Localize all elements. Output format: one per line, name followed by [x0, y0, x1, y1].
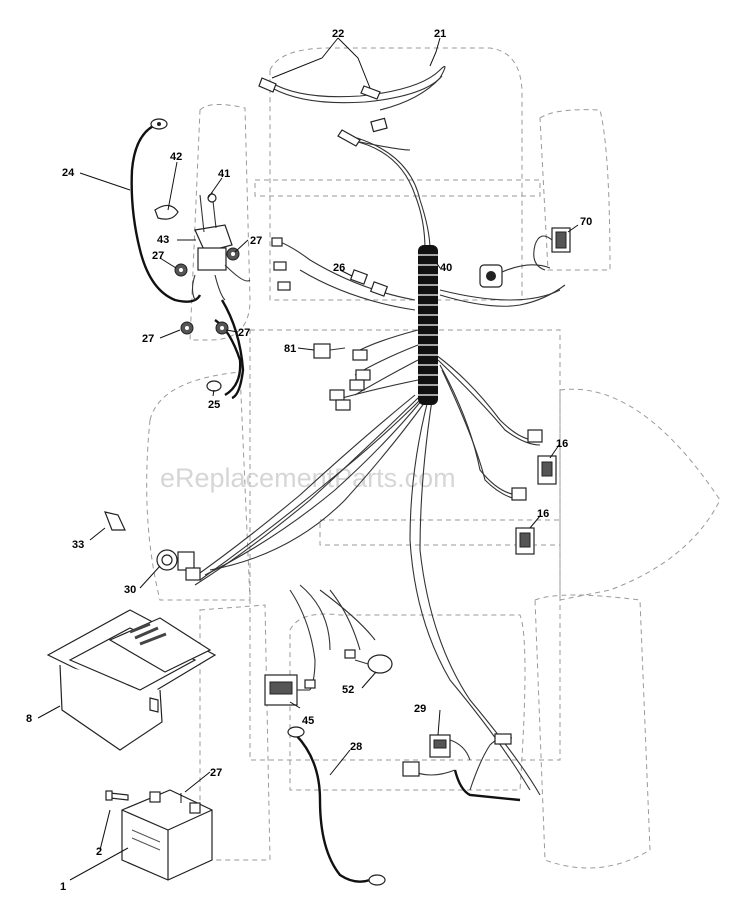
callout-42: 42 — [170, 151, 182, 163]
nut-27 — [174, 247, 240, 335]
callout-45: 45 — [302, 715, 314, 727]
callout-25: 25 — [208, 399, 220, 411]
harness-21 — [269, 65, 446, 151]
cable-28 — [287, 726, 386, 886]
callout-27-d: 27 — [238, 327, 250, 339]
callout-labels: 22 21 24 42 41 43 27 27 27 27 25 26 40 7… — [26, 28, 592, 893]
callout-70: 70 — [580, 216, 592, 228]
terminals-cluster — [271, 237, 371, 411]
connector-22 — [258, 77, 381, 100]
callout-22: 22 — [332, 28, 344, 40]
callout-2: 2 — [96, 846, 102, 858]
switch-16 — [511, 429, 557, 555]
callout-28: 28 — [350, 741, 362, 753]
callout-27-a: 27 — [152, 250, 164, 262]
callout-41: 41 — [218, 168, 230, 180]
coiled-cord — [402, 733, 521, 802]
callout-27-c: 27 — [142, 333, 154, 345]
callout-33: 33 — [72, 539, 84, 551]
callout-40: 40 — [440, 262, 452, 274]
cable-24 — [130, 118, 202, 303]
tractor-outline — [146, 47, 721, 869]
connector-29 — [429, 734, 471, 761]
callout-52: 52 — [342, 684, 354, 696]
connector-26 — [349, 269, 389, 297]
bracket-33 — [104, 511, 126, 531]
ground-cable — [220, 299, 245, 400]
connector-70 — [479, 227, 571, 288]
callout-16-b: 16 — [537, 508, 549, 520]
callout-16-a: 16 — [556, 438, 568, 450]
callout-27-b: 27 — [250, 235, 262, 247]
callout-24: 24 — [62, 167, 75, 179]
bolt-2 — [105, 790, 129, 801]
battery-1 — [121, 789, 213, 881]
callout-8: 8 — [26, 713, 32, 725]
relay-81 — [313, 343, 346, 359]
callout-81: 81 — [284, 343, 296, 355]
module-45 — [264, 674, 310, 706]
callout-27-e: 27 — [210, 767, 222, 779]
leader-lines — [37, 37, 579, 881]
spiral-wrap-40 — [418, 245, 438, 405]
callout-1: 1 — [60, 881, 66, 893]
ignition-switch-30 — [156, 549, 201, 581]
terminal-52 — [304, 649, 393, 689]
callout-21: 21 — [434, 28, 446, 40]
main-wiring-harness — [189, 137, 566, 796]
callout-30: 30 — [124, 584, 136, 596]
callout-29: 29 — [414, 703, 426, 715]
callout-43: 43 — [157, 234, 169, 246]
clip-42 — [154, 204, 179, 220]
callout-26: 26 — [333, 262, 345, 274]
battery-box-8 — [46, 609, 217, 751]
